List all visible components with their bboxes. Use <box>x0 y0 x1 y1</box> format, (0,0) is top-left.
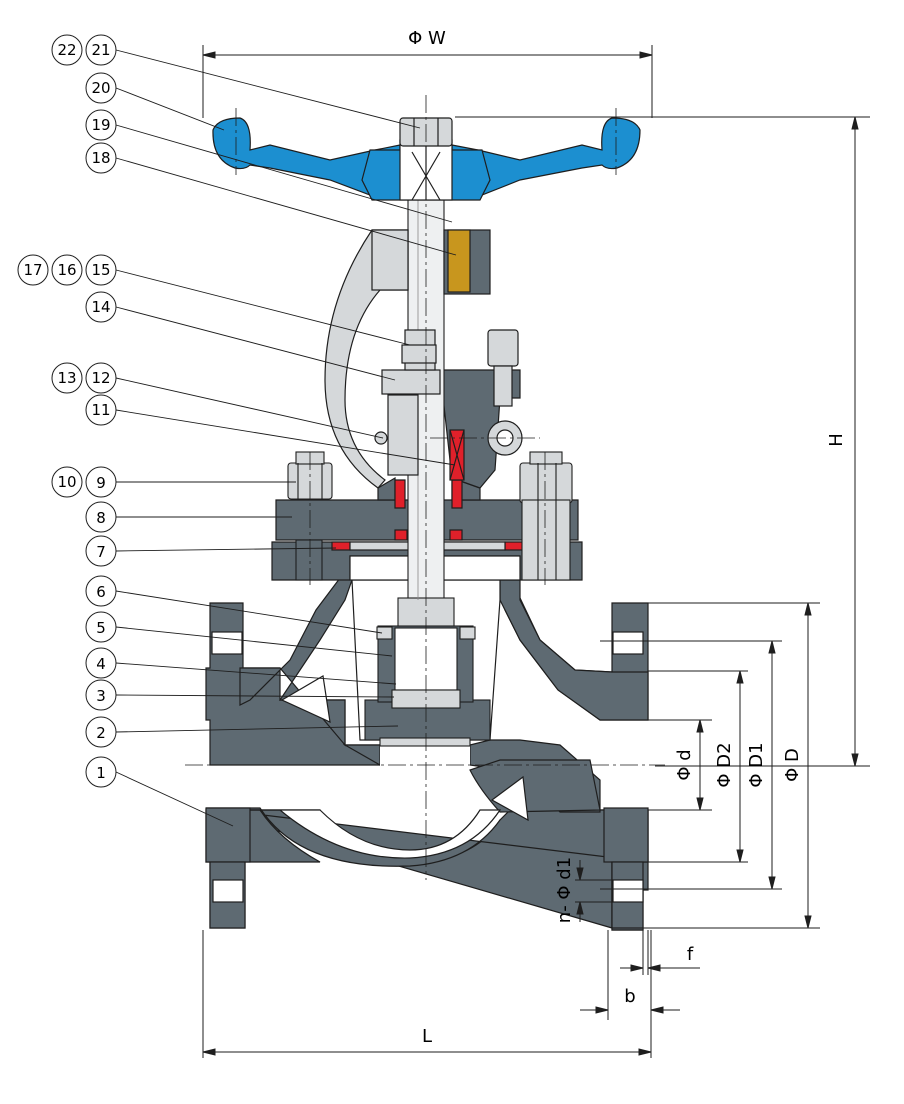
callout-19: 19 <box>85 109 117 141</box>
callout-12: 12 <box>85 362 117 394</box>
svg-text:21: 21 <box>91 41 110 59</box>
callout-11: 11 <box>85 394 117 426</box>
dim-phi-w: Φ W <box>408 28 446 49</box>
svg-text:19: 19 <box>91 116 110 134</box>
gasket <box>331 541 351 551</box>
gland-nut <box>401 344 437 364</box>
svg-text:22: 22 <box>57 41 76 59</box>
svg-text:13: 13 <box>57 369 76 387</box>
dim-phi-d-bore: Φ d <box>674 749 695 780</box>
svg-text:5: 5 <box>96 619 106 637</box>
svg-text:7: 7 <box>96 543 106 561</box>
dim-f: f <box>687 944 694 965</box>
svg-text:2: 2 <box>96 724 106 742</box>
callout-21: 21 <box>85 34 117 66</box>
dim-b: b <box>624 986 635 1007</box>
callout-10: 10 <box>51 466 83 498</box>
callout-8: 8 <box>85 501 117 533</box>
callout-17: 17 <box>17 254 49 286</box>
callouts: 22 21 20 19 18 17 16 15 14 13 12 11 10 9… <box>17 34 117 788</box>
callout-22: 22 <box>51 34 83 66</box>
callout-6: 6 <box>85 575 117 607</box>
dimension-labels: Φ W H L Φ d Φ D2 Φ D1 Φ D n- Φ d1 f b <box>408 28 847 1047</box>
svg-text:4: 4 <box>96 655 106 673</box>
disc-cover-left <box>376 626 393 640</box>
handwheel <box>212 117 641 201</box>
callout-2: 2 <box>85 716 117 748</box>
disc-assembly <box>364 625 491 747</box>
svg-text:1: 1 <box>96 764 106 782</box>
callout-5: 5 <box>85 611 117 643</box>
svg-text:8: 8 <box>96 509 106 527</box>
packing <box>394 479 406 509</box>
callout-9: 9 <box>85 466 117 498</box>
callout-15: 15 <box>85 254 117 286</box>
svg-text:11: 11 <box>91 401 110 419</box>
callout-1: 1 <box>85 756 117 788</box>
svg-text:17: 17 <box>23 261 42 279</box>
svg-text:18: 18 <box>91 149 110 167</box>
callout-3: 3 <box>85 679 117 711</box>
yoke-bushing <box>447 229 471 293</box>
svg-text:6: 6 <box>96 583 106 601</box>
yoke <box>324 229 523 489</box>
dim-h: H <box>826 433 847 447</box>
centerlines <box>185 95 665 880</box>
dim-n-phi-d1: n- Φ d1 <box>554 857 575 923</box>
dim-phi-d1: Φ D1 <box>746 742 767 787</box>
leader-lines <box>115 49 457 827</box>
dimension-lines <box>202 45 870 1058</box>
svg-text:12: 12 <box>91 369 110 387</box>
svg-text:9: 9 <box>96 474 106 492</box>
callout-13: 13 <box>51 362 83 394</box>
svg-text:14: 14 <box>91 298 110 316</box>
callout-14: 14 <box>85 291 117 323</box>
dim-phi-d: Φ D <box>782 748 803 782</box>
callout-20: 20 <box>85 72 117 104</box>
callout-16: 16 <box>51 254 83 286</box>
svg-text:16: 16 <box>57 261 76 279</box>
dim-phi-d2: Φ D2 <box>714 742 735 787</box>
disc-cover-right <box>459 626 476 640</box>
dim-l: L <box>422 1026 432 1047</box>
svg-text:15: 15 <box>91 261 110 279</box>
svg-text:3: 3 <box>96 687 106 705</box>
callout-7: 7 <box>85 535 117 567</box>
svg-text:20: 20 <box>91 79 110 97</box>
callout-4: 4 <box>85 647 117 679</box>
svg-text:10: 10 <box>57 473 76 491</box>
callout-18: 18 <box>85 142 117 174</box>
gland-flange <box>381 369 441 395</box>
